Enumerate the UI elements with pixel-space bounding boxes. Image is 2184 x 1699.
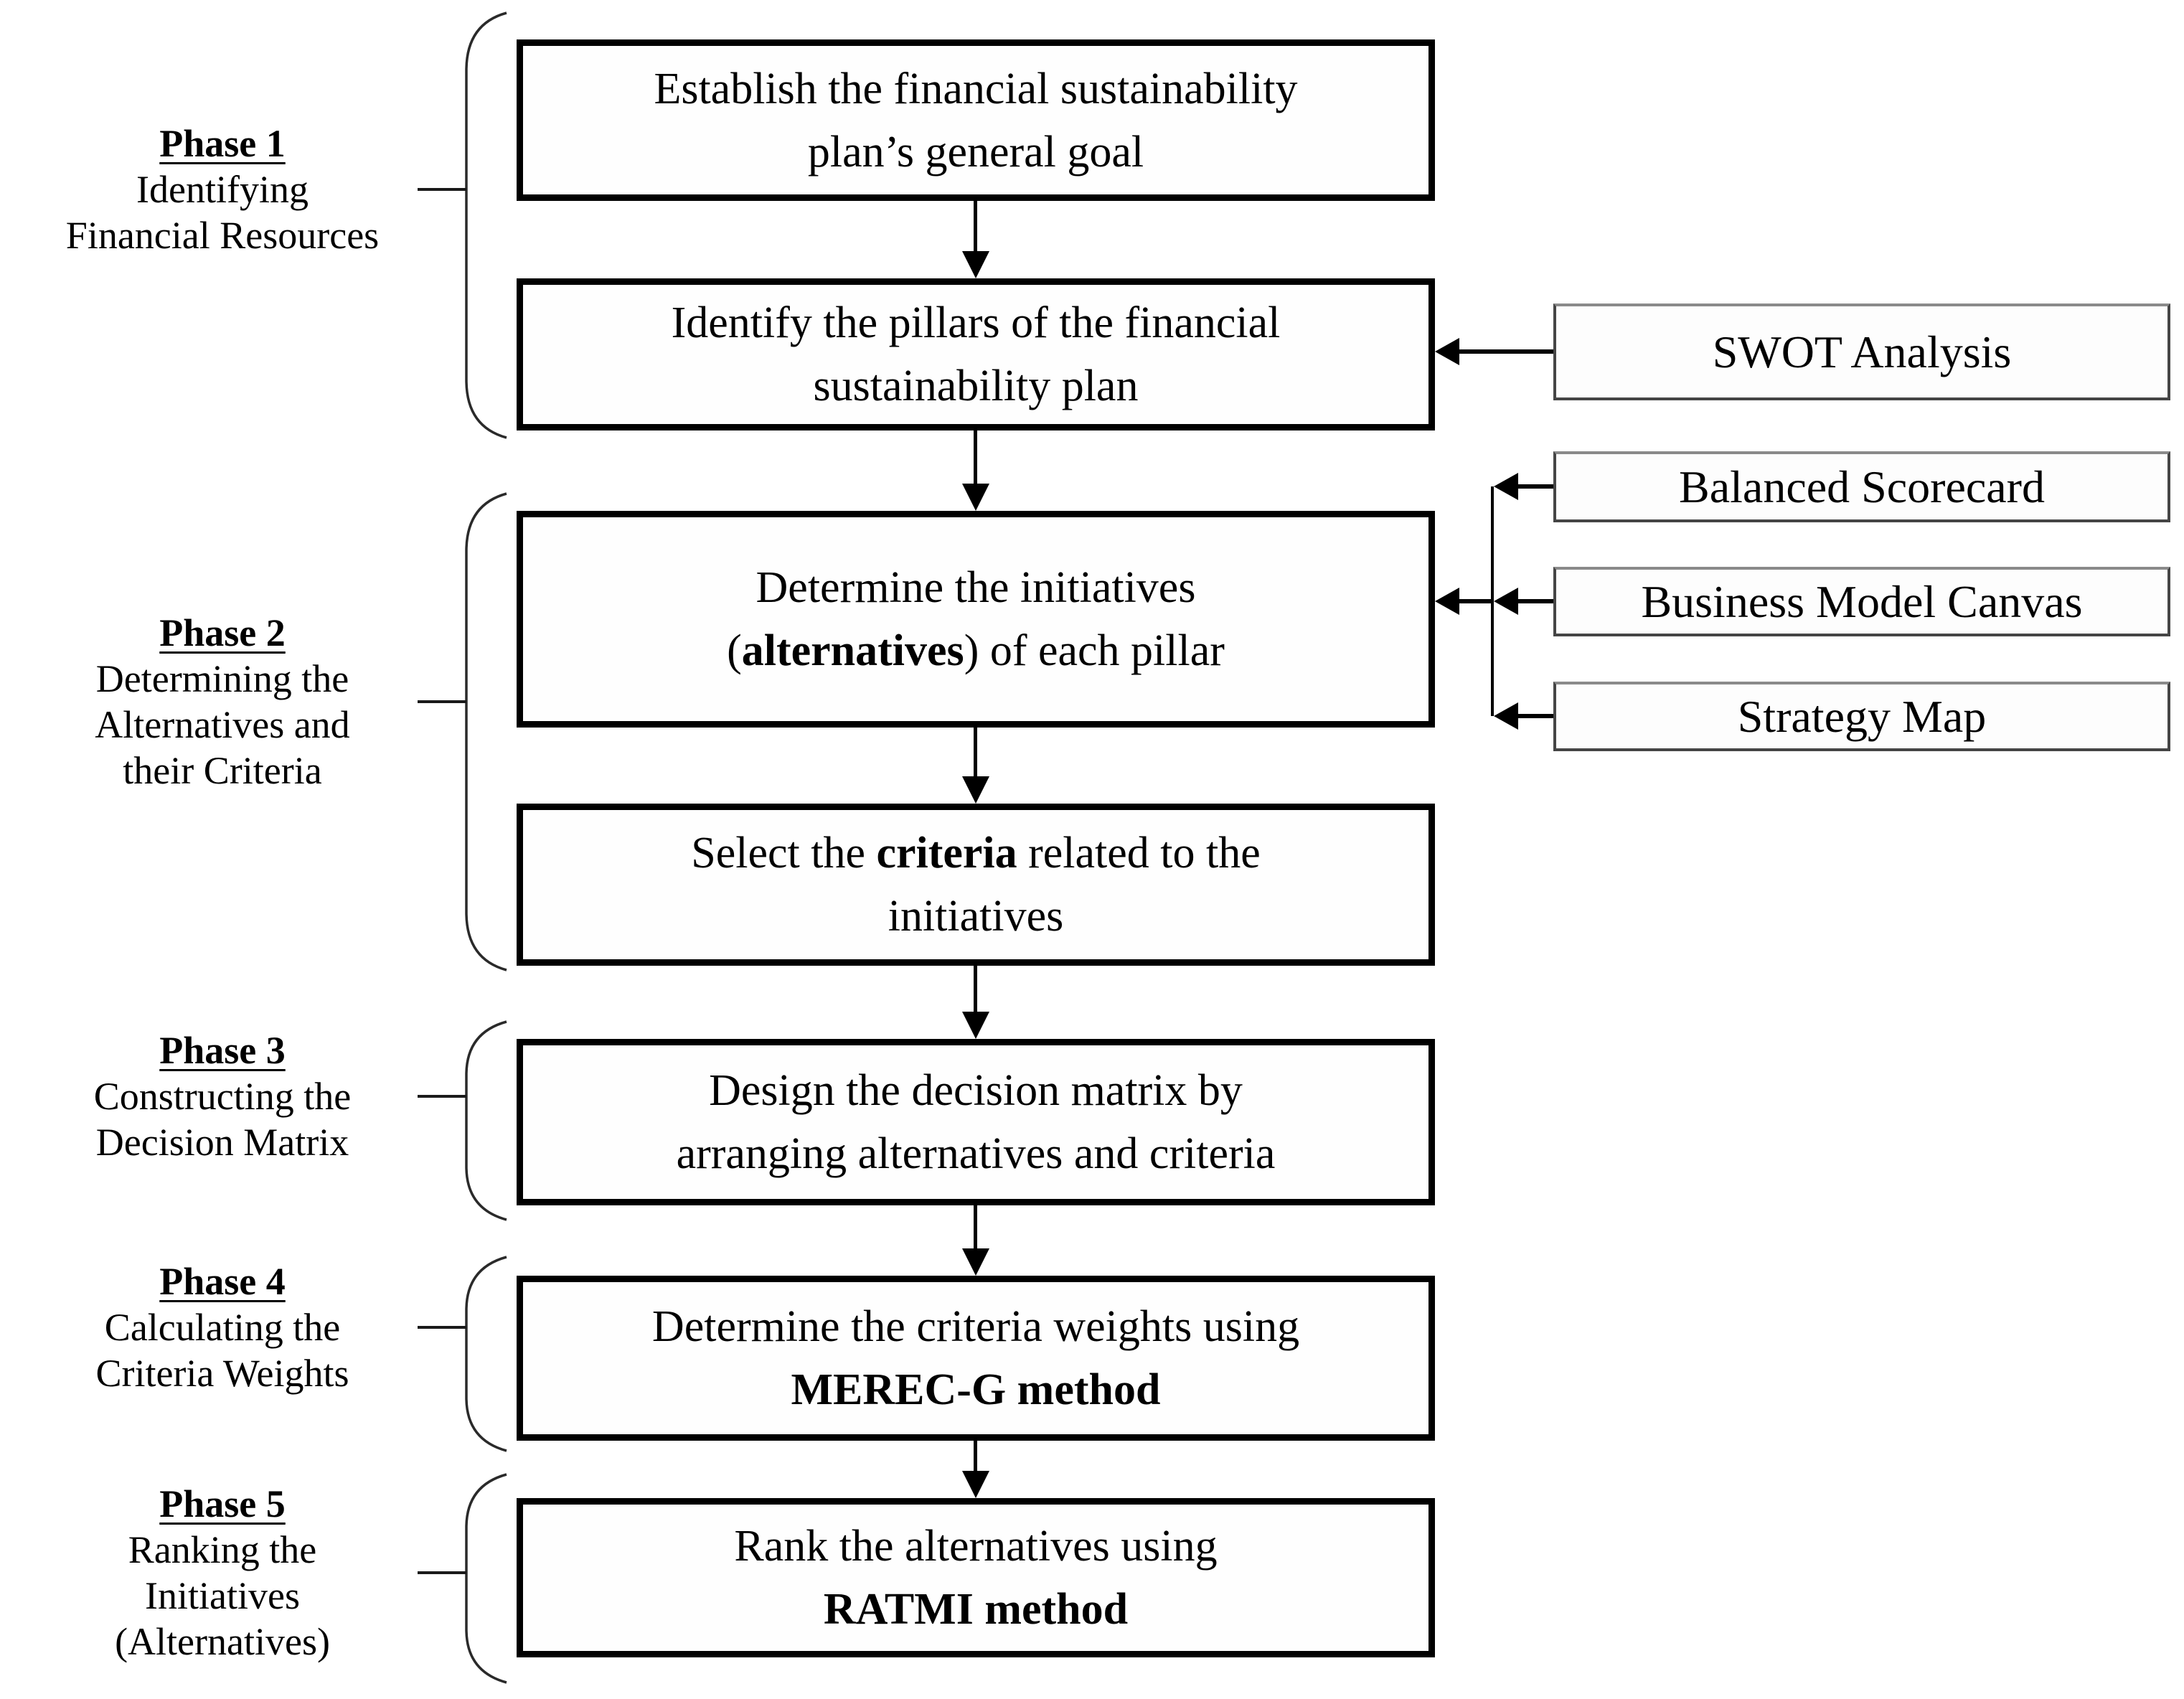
phase-5-desc-line: Initiatives	[145, 1574, 300, 1617]
tool-label: Strategy Map	[1737, 690, 1987, 742]
step-text-bold-segment: RATMI method	[823, 1585, 1129, 1634]
phase-3-desc-line: Decision Matrix	[95, 1121, 349, 1164]
tool-label: Balanced Scorecard	[1679, 461, 2045, 512]
phase-4-brace	[465, 1256, 507, 1452]
phase-2-brace	[465, 492, 507, 971]
step-text: plan’s general goal	[807, 127, 1144, 177]
tool-swot-box: SWOT Analysis	[1553, 303, 2170, 400]
flow-arrow-2-shaft	[974, 430, 977, 485]
tool-label: Business Model Canvas	[1641, 575, 2083, 627]
step-text: initiatives	[888, 892, 1064, 941]
phase-1-desc-line: Financial Resources	[65, 214, 380, 257]
phase-4-title: Phase 4	[159, 1260, 286, 1303]
tools-merge-vertical-line	[1491, 486, 1494, 716]
phase-3-title: Phase 3	[159, 1029, 286, 1072]
step-text: sustainability plan	[813, 362, 1139, 410]
phase-2-desc-line: Determining the	[95, 657, 349, 700]
phase-5-desc-line: (Alternatives)	[115, 1620, 330, 1663]
step-text-bold-segment: MEREC-G method	[791, 1365, 1161, 1414]
phase-1-brace	[465, 11, 507, 439]
balanced-scorecard-arrowhead-icon	[1494, 473, 1518, 500]
business-model-canvas-arrowhead-icon	[1494, 588, 1518, 615]
tool-balanced-scorecard-box: Balanced Scorecard	[1553, 451, 2170, 522]
step-text-bold-segment: alternatives	[741, 626, 964, 675]
step-text-segment: Select the	[691, 829, 877, 877]
phase-5-desc-line: Ranking the	[128, 1528, 317, 1571]
phase-4-connector-dash	[418, 1326, 466, 1329]
flow-arrow-6-shaft	[974, 1441, 977, 1472]
phase-2-title: Phase 2	[159, 611, 286, 654]
flow-arrow-5-arrowhead-icon	[962, 1248, 989, 1276]
flow-arrow-4-arrowhead-icon	[962, 1012, 989, 1039]
phase-3-brace	[465, 1020, 507, 1221]
phase-5-brace	[465, 1473, 507, 1684]
step-determine-initiatives-box: Determine the initiatives (alternatives)…	[517, 511, 1435, 728]
phase-5-label: Phase 5 Ranking the Initiatives (Alterna…	[0, 1481, 445, 1665]
phase-1-desc-line: Identifying	[136, 168, 309, 211]
flow-arrow-1-shaft	[974, 201, 977, 253]
phase-2-label: Phase 2 Determining the Alternatives and…	[0, 610, 445, 794]
phase-1-label: Phase 1 Identifying Financial Resources	[0, 121, 445, 258]
step-text-segment: ) of each pillar	[964, 626, 1225, 675]
step-text-segment: (	[727, 626, 742, 675]
flow-arrow-5-shaft	[974, 1205, 977, 1250]
step-text: Design the decision matrix by	[709, 1066, 1243, 1115]
phase-5-connector-dash	[418, 1571, 466, 1574]
tools-to-initiatives-shaft	[1456, 599, 1492, 603]
step-establish-goal-box: Establish the financial sustainability p…	[517, 39, 1435, 201]
tool-strategy-map-box: Strategy Map	[1553, 682, 2170, 751]
phase-5-title: Phase 5	[159, 1482, 286, 1525]
strategy-map-arrowhead-icon	[1494, 702, 1518, 730]
business-model-canvas-arrow-shaft	[1516, 599, 1553, 603]
step-design-matrix-box: Design the decision matrix by arranging …	[517, 1039, 1435, 1205]
phase-1-title: Phase 1	[159, 122, 286, 165]
phase-3-connector-dash	[418, 1095, 466, 1098]
flow-arrow-3-arrowhead-icon	[962, 776, 989, 804]
step-rank-alternatives-box: Rank the alternatives using RATMI method	[517, 1498, 1435, 1657]
strategy-map-arrow-shaft	[1516, 714, 1553, 718]
step-text-bold-segment: criteria	[876, 829, 1017, 877]
step-determine-weights-box: Determine the criteria weights using MER…	[517, 1276, 1435, 1441]
step-text: Select the criteria related to the	[691, 822, 1261, 885]
step-text: arranging alternatives and criteria	[676, 1129, 1276, 1178]
flow-arrow-4-shaft	[974, 966, 977, 1013]
phase-2-desc-line: Alternatives and	[95, 703, 350, 746]
step-select-criteria-box: Select the criteria related to the initi…	[517, 804, 1435, 966]
phase-3-desc-line: Constructing the	[93, 1075, 352, 1118]
flow-arrow-1-arrowhead-icon	[962, 251, 989, 278]
tools-to-initiatives-arrowhead-icon	[1435, 588, 1459, 615]
tool-business-model-canvas-box: Business Model Canvas	[1553, 567, 2170, 636]
phase-4-desc-line: Criteria Weights	[95, 1352, 349, 1395]
phase-3-label: Phase 3 Constructing the Decision Matrix	[0, 1027, 445, 1165]
phase-1-connector-dash	[418, 188, 466, 191]
balanced-scorecard-arrow-shaft	[1516, 484, 1553, 489]
flow-arrow-6-arrowhead-icon	[962, 1471, 989, 1498]
flow-arrow-2-arrowhead-icon	[962, 484, 989, 511]
step-text: Establish the financial sustainability	[654, 64, 1298, 113]
step-text: (alternatives) of each pillar	[727, 619, 1225, 682]
step-text: Determine the initiatives	[756, 563, 1196, 612]
step-identify-pillars-box: Identify the pillars of the financial su…	[517, 278, 1435, 430]
phase-4-desc-line: Calculating the	[104, 1306, 341, 1349]
flow-arrow-3-shaft	[974, 728, 977, 778]
step-text-segment: related to the	[1017, 829, 1261, 877]
phase-2-connector-dash	[418, 700, 466, 703]
step-text: Identify the pillars of the financial	[671, 298, 1281, 347]
phase-2-desc-line: their Criteria	[123, 749, 322, 792]
tool-label: SWOT Analysis	[1712, 326, 2012, 377]
step-text: Rank the alternatives using	[734, 1522, 1218, 1571]
step-text: Determine the criteria weights using	[651, 1302, 1300, 1351]
swot-arrowhead-icon	[1435, 338, 1459, 365]
phase-4-label: Phase 4 Calculating the Criteria Weights	[0, 1258, 445, 1396]
swot-arrow-shaft	[1456, 349, 1553, 354]
